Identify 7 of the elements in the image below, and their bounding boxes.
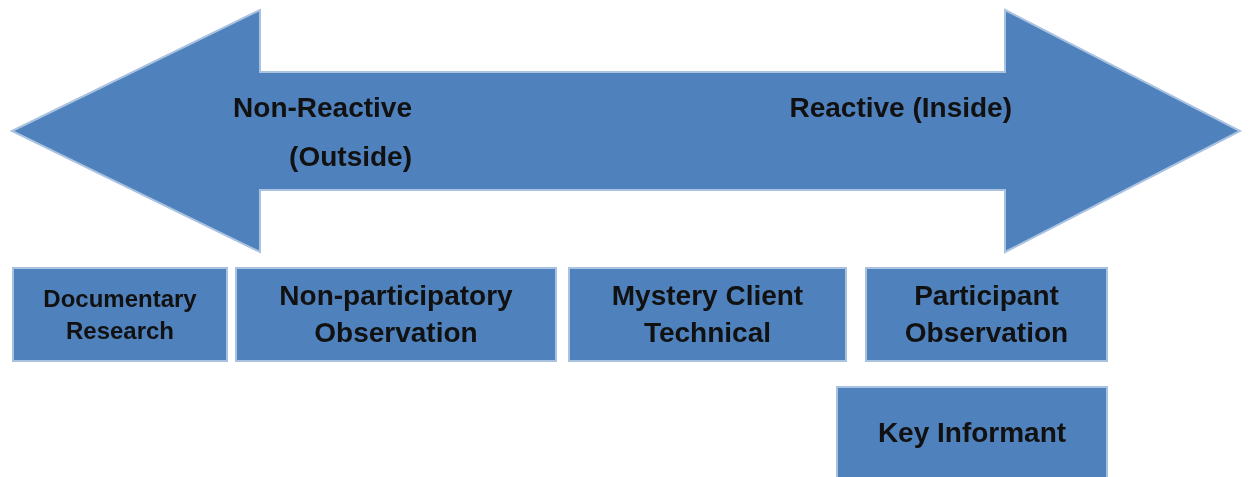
method-box: Mystery Client Technical <box>568 267 847 362</box>
method-box: Documentary Research <box>12 267 228 362</box>
scale-end-label: Reactive (Inside) <box>788 91 1012 125</box>
method-box: Non-participatory Observation <box>235 267 557 362</box>
method-box: Participant Observation <box>865 267 1108 362</box>
scale-end-label: Non-Reactive (Outside) <box>232 91 412 174</box>
method-box: Key Informant <box>836 386 1108 477</box>
